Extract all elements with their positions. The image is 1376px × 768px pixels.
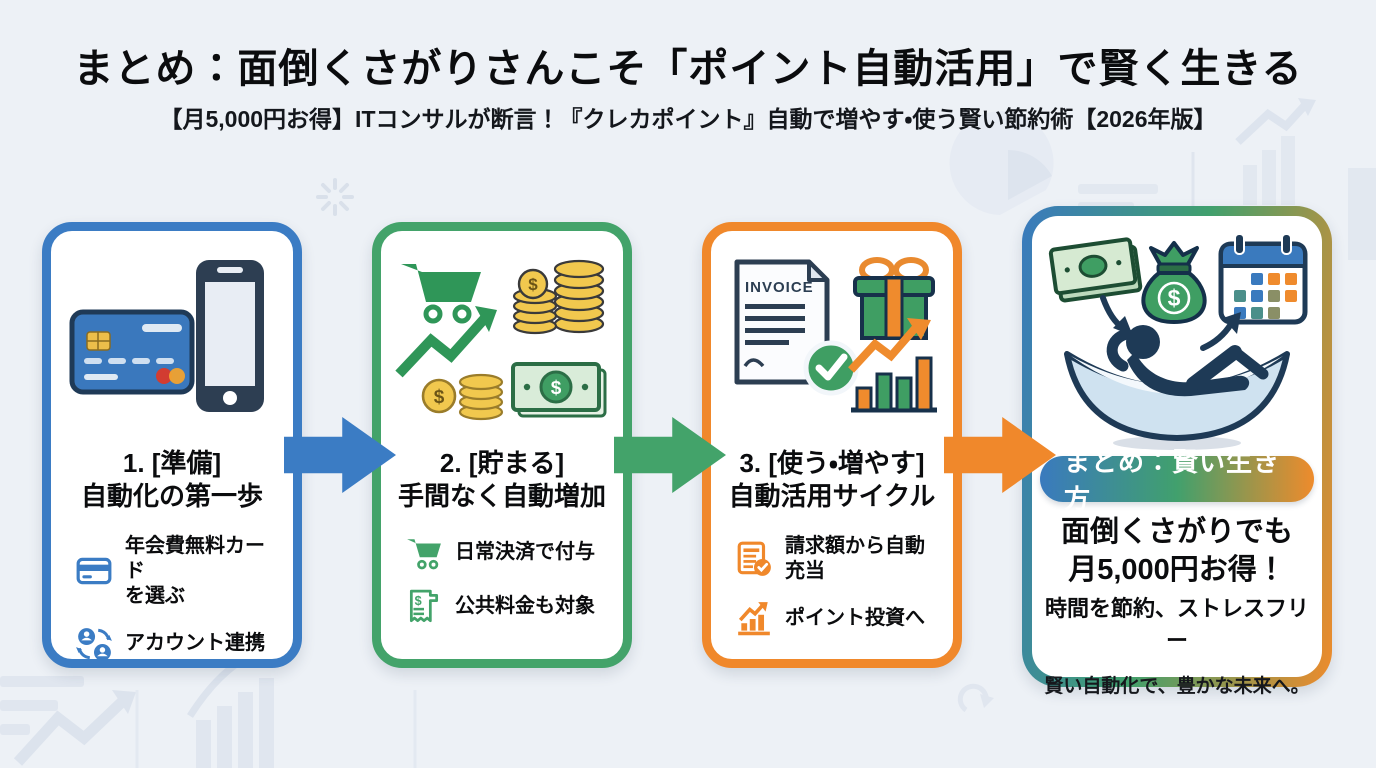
banknote-icon — [1048, 237, 1143, 303]
coin-stack-icon: $ — [512, 259, 605, 335]
step3-bullet-1: 請求額から自動充当 — [735, 534, 939, 584]
zigzag-arrow-decoration — [13, 690, 136, 766]
check-circle-icon — [803, 340, 859, 396]
step-card-2: $ $ $ — [372, 222, 632, 668]
shadow-ellipse — [1113, 436, 1241, 450]
step3-bullet-2: ポイント投資へ — [735, 600, 939, 638]
calendar-icon — [1218, 233, 1308, 325]
card-and-phone-illustration — [66, 249, 278, 435]
step-card-3: INVOICE — [702, 222, 962, 668]
page-subtitle: 【月5,000円お得】ITコンサルが断言！『クレカポイント』自動で増やす・使う賢… — [159, 106, 1217, 132]
shopping-cart-icon — [407, 538, 441, 569]
step2-title: 2. [貯まる] 手間なく自動増加 — [397, 448, 606, 512]
svg-text:$: $ — [434, 387, 445, 408]
relaxing-hammock-illustration: $ — [1041, 226, 1313, 454]
relaxing-person-icon — [1106, 325, 1269, 397]
summary-card: $ — [1022, 206, 1332, 697]
banknote-icon: $ — [511, 362, 607, 418]
credit-card-icon — [69, 309, 195, 395]
arrow-up-icon — [1200, 312, 1241, 351]
invoice-document-icon: INVOICE — [734, 259, 830, 385]
shopping-cart-icon — [401, 264, 481, 324]
summary-main-text: 面倒くさがりでも 月5,000円お得！ — [1060, 516, 1293, 586]
coin-stack-icon: $ — [421, 373, 504, 421]
refresh-icon — [957, 683, 994, 713]
svg-text:$: $ — [1168, 285, 1181, 311]
growth-chart-icon — [738, 601, 770, 635]
step3-title: 3. [使う・増やす] 自動活用サイクル — [728, 448, 936, 512]
page-title: まとめ：面倒くさがりさんこそ「ポイント自動活用」で賢く生きる — [73, 47, 1303, 91]
bars-decoration-bottom-left — [0, 676, 84, 735]
invoice-check-icon — [737, 541, 771, 576]
redeem-invest-illustration: INVOICE — [725, 249, 939, 435]
growth-arrow-icon — [395, 306, 497, 378]
step-card-1: 1. [準備] 自動化の第一歩 年会費無料カード を選ぶ — [42, 222, 302, 668]
money-bag-icon: $ — [1141, 241, 1207, 325]
svg-text:$: $ — [415, 593, 422, 607]
svg-text:INVOICE: INVOICE — [745, 279, 814, 296]
step1-title: 1. [準備] 自動化の第一歩 — [80, 448, 263, 512]
summary-sub-text: 時間を節約、ストレスフリー — [1044, 596, 1309, 654]
credit-card-icon — [76, 557, 112, 585]
earning-points-illustration: $ $ $ — [395, 249, 609, 435]
step1-bullet-1: 年会費無料カード を選ぶ — [75, 534, 279, 609]
spinner-icon — [316, 178, 354, 216]
svg-text:$: $ — [528, 275, 538, 294]
step2-bullet-1: 日常決済で付与 — [405, 534, 609, 572]
summary-note-text: 賢い自動化で、豊かな未来へ。 — [1044, 676, 1310, 698]
step1-bullet-2: アカウント連携 — [75, 625, 279, 663]
account-sync-icon — [76, 627, 112, 661]
step2-bullet-2: $ 公共料金も対象 — [405, 588, 609, 626]
svg-text:$: $ — [551, 378, 562, 399]
summary-badge: まとめ：賢い生き方 — [1040, 447, 1314, 514]
bar-chart-arrow-icon — [848, 318, 937, 413]
receipt-icon: $ — [409, 589, 439, 622]
